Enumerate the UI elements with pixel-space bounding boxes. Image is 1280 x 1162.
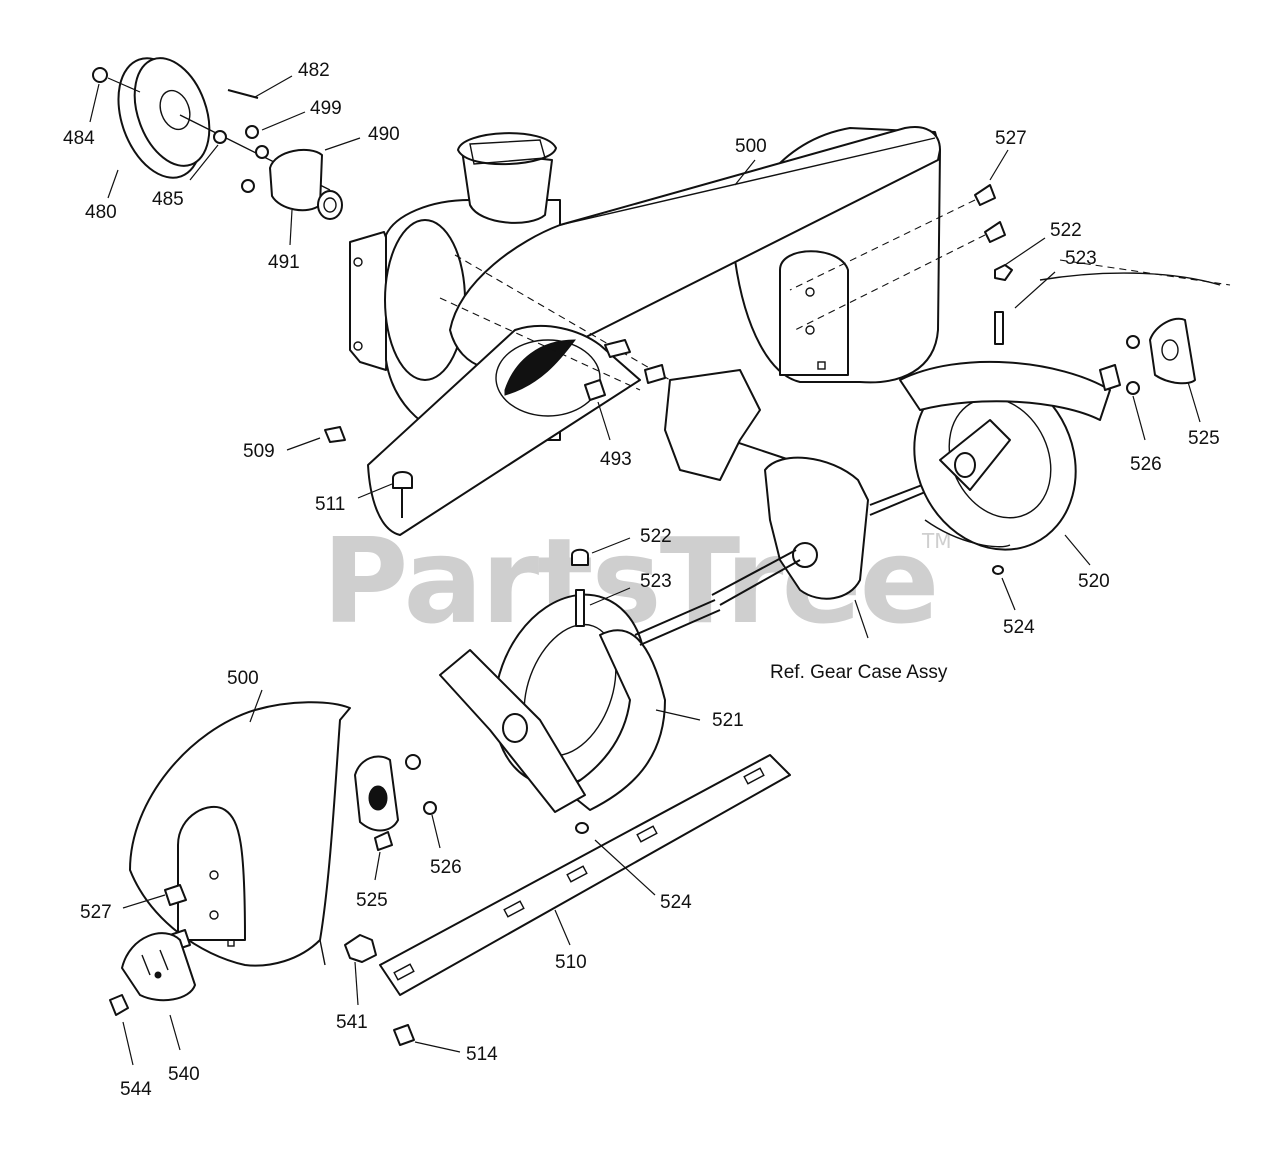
- callout-527-upper: 527: [995, 128, 1027, 149]
- callout-485: 485: [152, 189, 184, 210]
- callout-527-lower: 527: [80, 902, 112, 923]
- callout-522-upper: 522: [1050, 220, 1082, 241]
- callout-482: 482: [298, 60, 330, 81]
- auger-housing-upper: [349, 126, 941, 536]
- callout-511: 511: [315, 494, 345, 515]
- auger-right: [899, 272, 1221, 551]
- callout-520: 520: [1078, 571, 1110, 592]
- callout-514: 514: [466, 1044, 498, 1065]
- callout-490: 490: [368, 124, 400, 145]
- callout-525-upper: 525: [1188, 428, 1220, 449]
- skid-shoe: [109, 932, 377, 1016]
- callout-521: 521: [712, 710, 744, 731]
- callout-523-lower: 523: [640, 571, 672, 592]
- callout-524-lower: 524: [660, 892, 692, 913]
- auger-left: [439, 548, 721, 834]
- callout-510: 510: [555, 952, 587, 973]
- bolts-upper: [974, 184, 1013, 345]
- bearing-plate-right: [1126, 317, 1196, 395]
- callout-522-lower: 522: [640, 526, 672, 547]
- scraper-blade: [379, 754, 791, 1046]
- callout-525-lower: 525: [356, 890, 388, 911]
- callout-500-upper: 500: [735, 136, 767, 157]
- gear-case-assembly: [664, 369, 931, 606]
- callout-526-upper: 526: [1130, 454, 1162, 475]
- end-cover-left: [129, 701, 351, 967]
- callout-541: 541: [336, 1012, 368, 1033]
- callout-484: 484: [63, 128, 95, 149]
- small-hardware-front: [324, 339, 666, 518]
- hex-nuts-524: [992, 565, 1004, 575]
- callout-480: 480: [85, 202, 117, 223]
- callout-499: 499: [310, 98, 342, 119]
- callout-526-lower: 526: [430, 857, 462, 878]
- callout-524-right: 524: [1003, 617, 1035, 638]
- callout-509: 509: [243, 441, 275, 462]
- bearing-plate-left: [354, 754, 437, 851]
- callout-493: 493: [600, 449, 632, 470]
- pulley-assembly: [92, 57, 343, 220]
- reference-gear-case-label: Ref. Gear Case Assy: [770, 662, 948, 683]
- callout-540: 540: [168, 1064, 200, 1085]
- callout-500-lower: 500: [227, 668, 259, 689]
- alignment-lines: [439, 199, 1231, 391]
- callout-544: 544: [120, 1079, 152, 1100]
- callout-labels: 482 484 499 490 480 485 491 500 527 522 …: [63, 60, 1220, 1100]
- leader-lines: [89, 75, 1201, 1066]
- callout-523-upper: 523: [1065, 248, 1097, 269]
- callout-491: 491: [268, 252, 300, 273]
